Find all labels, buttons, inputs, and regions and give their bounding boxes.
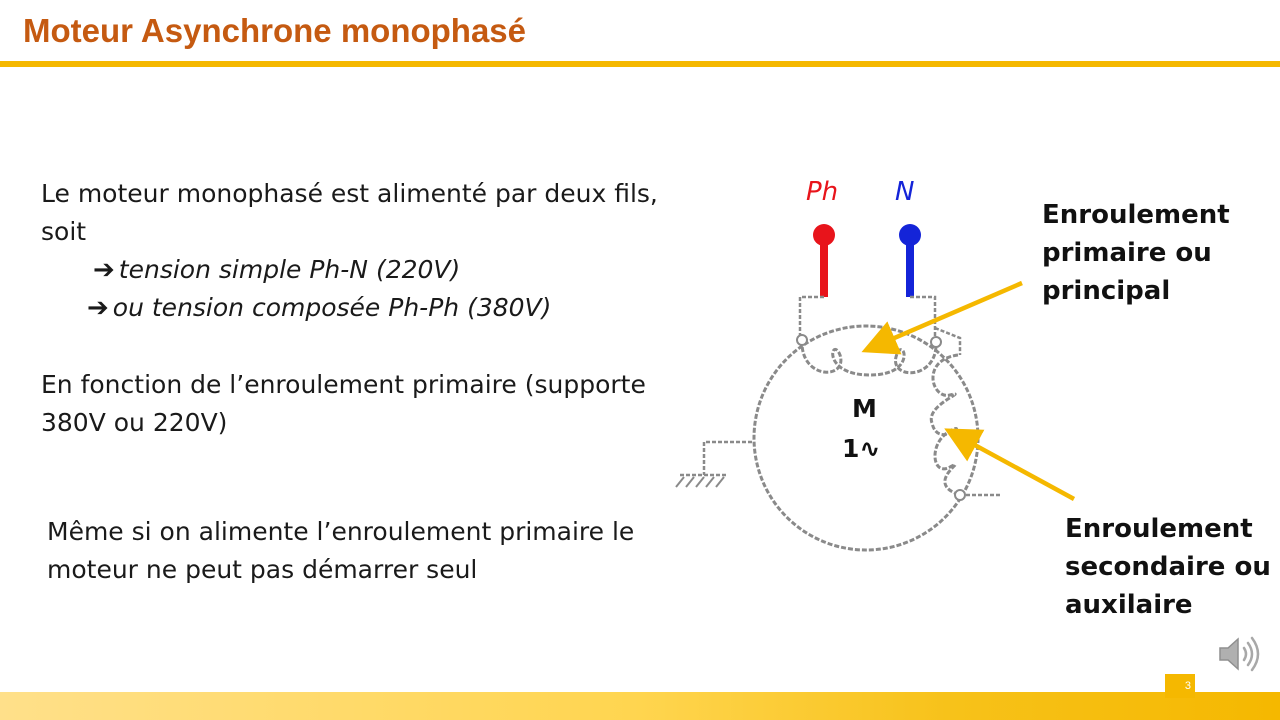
primary-winding-arrow — [861, 280, 1023, 355]
motor-wiring — [680, 295, 1000, 497]
paragraph-power-supply: Le moteur monophasé est alimenté par deu… — [41, 175, 691, 327]
bullet-single-voltage: ➔tension simple Ph-N (220V) — [41, 251, 691, 289]
footer-bar — [0, 692, 1280, 720]
primary-winding — [800, 339, 938, 377]
secondary-winding-arrow — [944, 428, 1076, 501]
bullet-compound-voltage-text: ou tension composée Ph-Ph (380V) — [112, 293, 552, 322]
page-number: 3 — [1165, 674, 1195, 698]
right-arrow-icon: ➔ — [87, 293, 109, 323]
motor-type: 1∿ — [842, 434, 880, 463]
primary-winding-label: Enroulement primaire ou principal — [1042, 200, 1230, 306]
motor-wiring-diagram: Ph N M 1∿ — [675, 177, 1076, 552]
secondary-winding — [929, 353, 961, 497]
terminal-phase — [813, 224, 835, 297]
title-underline — [0, 61, 1280, 67]
bullet-single-voltage-text: tension simple Ph-N (220V) — [118, 255, 461, 284]
ground-symbol — [675, 476, 725, 488]
terminal-neutral — [899, 224, 921, 297]
motor-symbol: M — [852, 394, 877, 423]
right-arrow-icon: ➔ — [93, 255, 115, 285]
paragraph-power-supply-text: Le moteur monophasé est alimenté par deu… — [41, 179, 658, 246]
terminal-phase-label: Ph — [806, 177, 838, 207]
speaker-icon[interactable] — [1216, 634, 1262, 674]
bullet-compound-voltage: ➔ou tension composée Ph-Ph (380V) — [41, 289, 691, 327]
terminal-neutral-label: N — [895, 177, 914, 207]
slide-title: Moteur Asynchrone monophasé — [23, 12, 527, 49]
paragraph-no-self-start: Même si on alimente l’enroulement primai… — [47, 517, 635, 584]
secondary-winding-label: Enroulement secondaire ou auxilaire — [1065, 514, 1271, 620]
paragraph-primary-winding: En fonction de l’enroulement primaire (s… — [41, 370, 646, 437]
